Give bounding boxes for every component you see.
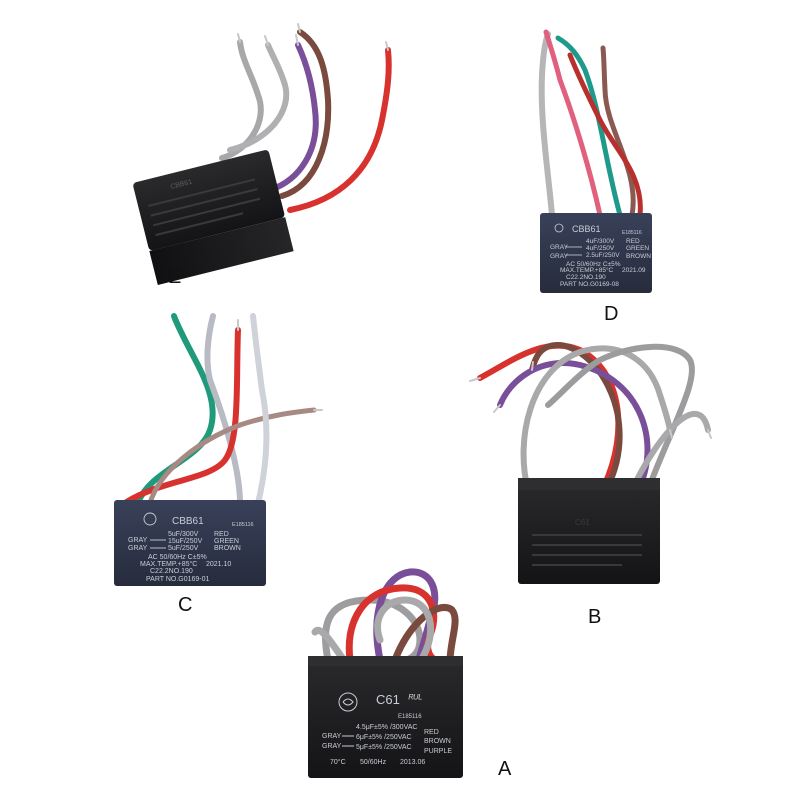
panel-c: CBB61 E185116 5uF/300V RED GRAY 15uF/250… xyxy=(114,313,323,616)
label-brand: CBB61 xyxy=(172,516,204,527)
label-gray1: GRAY xyxy=(550,244,569,251)
wire-pink xyxy=(543,29,603,218)
label-date: 2021.09 xyxy=(622,267,646,274)
capacitor-body-c: CBB61 E185116 5uF/300V RED GRAY 15uF/250… xyxy=(114,500,266,586)
label-cert: E185116 xyxy=(622,230,642,236)
panel-letter-e: E xyxy=(168,266,181,288)
wire-gray-1 xyxy=(520,345,673,493)
label-cap2: 4uF/250V xyxy=(586,245,615,252)
label-temp: MAX.TEMP.+85°C xyxy=(560,266,614,274)
wires xyxy=(469,341,712,493)
capacitor-body-a: C61 E185116 4.5μF±5% /300VAC RED GRAY 6μ… xyxy=(308,656,463,778)
panel-letter-a: A xyxy=(498,758,512,780)
label-cap1: 4.5μF±5% /300VAC xyxy=(356,724,417,731)
label-cap1: 4uF/300V xyxy=(586,238,615,245)
label-cert: E185116 xyxy=(398,714,422,720)
label-gray2: GRAY xyxy=(128,545,148,552)
panel-a: C61 E185116 4.5μF±5% /300VAC RED GRAY 6μ… xyxy=(308,568,512,780)
panel-d: CBB61 E185116 4uF/300V RED GRAY 4uF/250V… xyxy=(538,29,652,325)
label-color2: GREEN xyxy=(626,245,649,252)
capacitor-body-e: CBB61 xyxy=(133,150,294,286)
panel-letter-b: B xyxy=(588,606,601,628)
label-color1: RED xyxy=(424,729,439,736)
wire-purple xyxy=(373,568,439,666)
panel-letter-d: D xyxy=(604,303,618,325)
wire-red xyxy=(567,52,643,218)
label-cap2: 6μF±5% /250VAC xyxy=(356,734,412,741)
wire-brown xyxy=(147,407,317,506)
wire-brown xyxy=(279,29,332,199)
capacitor-body-b: C61 xyxy=(518,478,660,584)
panel-b: C61 B xyxy=(469,341,712,628)
wire-teal xyxy=(555,35,623,218)
label-freq: 50/60Hz xyxy=(360,759,387,766)
wire-gray xyxy=(538,31,555,218)
ul-mark: ᴿᵁᴸ xyxy=(408,693,422,705)
label-std: C22.2NO.190 xyxy=(566,274,606,281)
label-date: 2021.10 xyxy=(206,561,231,568)
label-color3: BROWN xyxy=(626,253,651,260)
label-color3: BROWN xyxy=(214,545,241,552)
wires xyxy=(122,313,323,506)
label-temp: MAX.TEMP.+85°C xyxy=(140,560,197,568)
wire-gray-2 xyxy=(227,42,290,153)
panel-letter-c: C xyxy=(178,594,192,616)
panel-e: CBB61 E xyxy=(133,23,392,288)
wire-brown xyxy=(600,45,636,218)
label-ac: AC 50/60Hz C±5% xyxy=(566,261,621,268)
wires xyxy=(538,29,643,218)
label-gray1: GRAY xyxy=(322,733,342,740)
label-brand: CBB61 xyxy=(572,224,601,234)
wire-brown xyxy=(391,604,459,666)
label-color2: BROWN xyxy=(424,738,451,745)
label-cert: E185116 xyxy=(232,522,254,528)
capacitor-body-d: CBB61 E185116 4uF/300V RED GRAY 4uF/250V… xyxy=(540,213,652,293)
label-gray2: GRAY xyxy=(550,253,569,260)
wire-red xyxy=(122,327,241,506)
label-part: PART NO.G0169-01 xyxy=(146,576,210,583)
label-color3: PURPLE xyxy=(424,748,452,755)
label-ac: AC 50/60Hz C±5% xyxy=(148,554,207,561)
label-gray1: GRAY xyxy=(128,537,148,544)
label-gray2: GRAY xyxy=(322,743,342,750)
label-std: C22.2NO.190 xyxy=(150,568,193,575)
label-brand: C61 xyxy=(376,692,400,707)
label-cap3: 2.5uF/250V xyxy=(586,252,620,259)
label-cap3: 5uF/250V xyxy=(168,545,199,552)
label-part: PART NO.G0169-08 xyxy=(560,281,619,288)
wires xyxy=(219,23,392,213)
svg-text:ᴿᵁᴸ: ᴿᵁᴸ xyxy=(408,693,422,705)
label-color1: RED xyxy=(214,531,229,538)
label-temp: 70°C xyxy=(330,758,346,766)
label-color1: RED xyxy=(626,238,640,245)
wire-purple xyxy=(267,42,319,193)
wire-gray-1 xyxy=(321,596,424,666)
label-cap1: 5uF/300V xyxy=(168,531,199,538)
wire-red xyxy=(287,47,392,213)
label-date: 2013.06 xyxy=(400,759,425,766)
wires xyxy=(311,568,459,666)
wire-gray-1 xyxy=(204,313,243,506)
wire-gray-2 xyxy=(250,313,270,506)
wire-gray-3 xyxy=(629,411,711,493)
label-color2: GREEN xyxy=(214,538,239,545)
wire-tips xyxy=(237,23,389,51)
label-cap2: 15uF/250V xyxy=(168,538,203,545)
label-cap3: 5μF±5% /250VAC xyxy=(356,744,412,751)
label-brand: C61 xyxy=(575,518,590,527)
